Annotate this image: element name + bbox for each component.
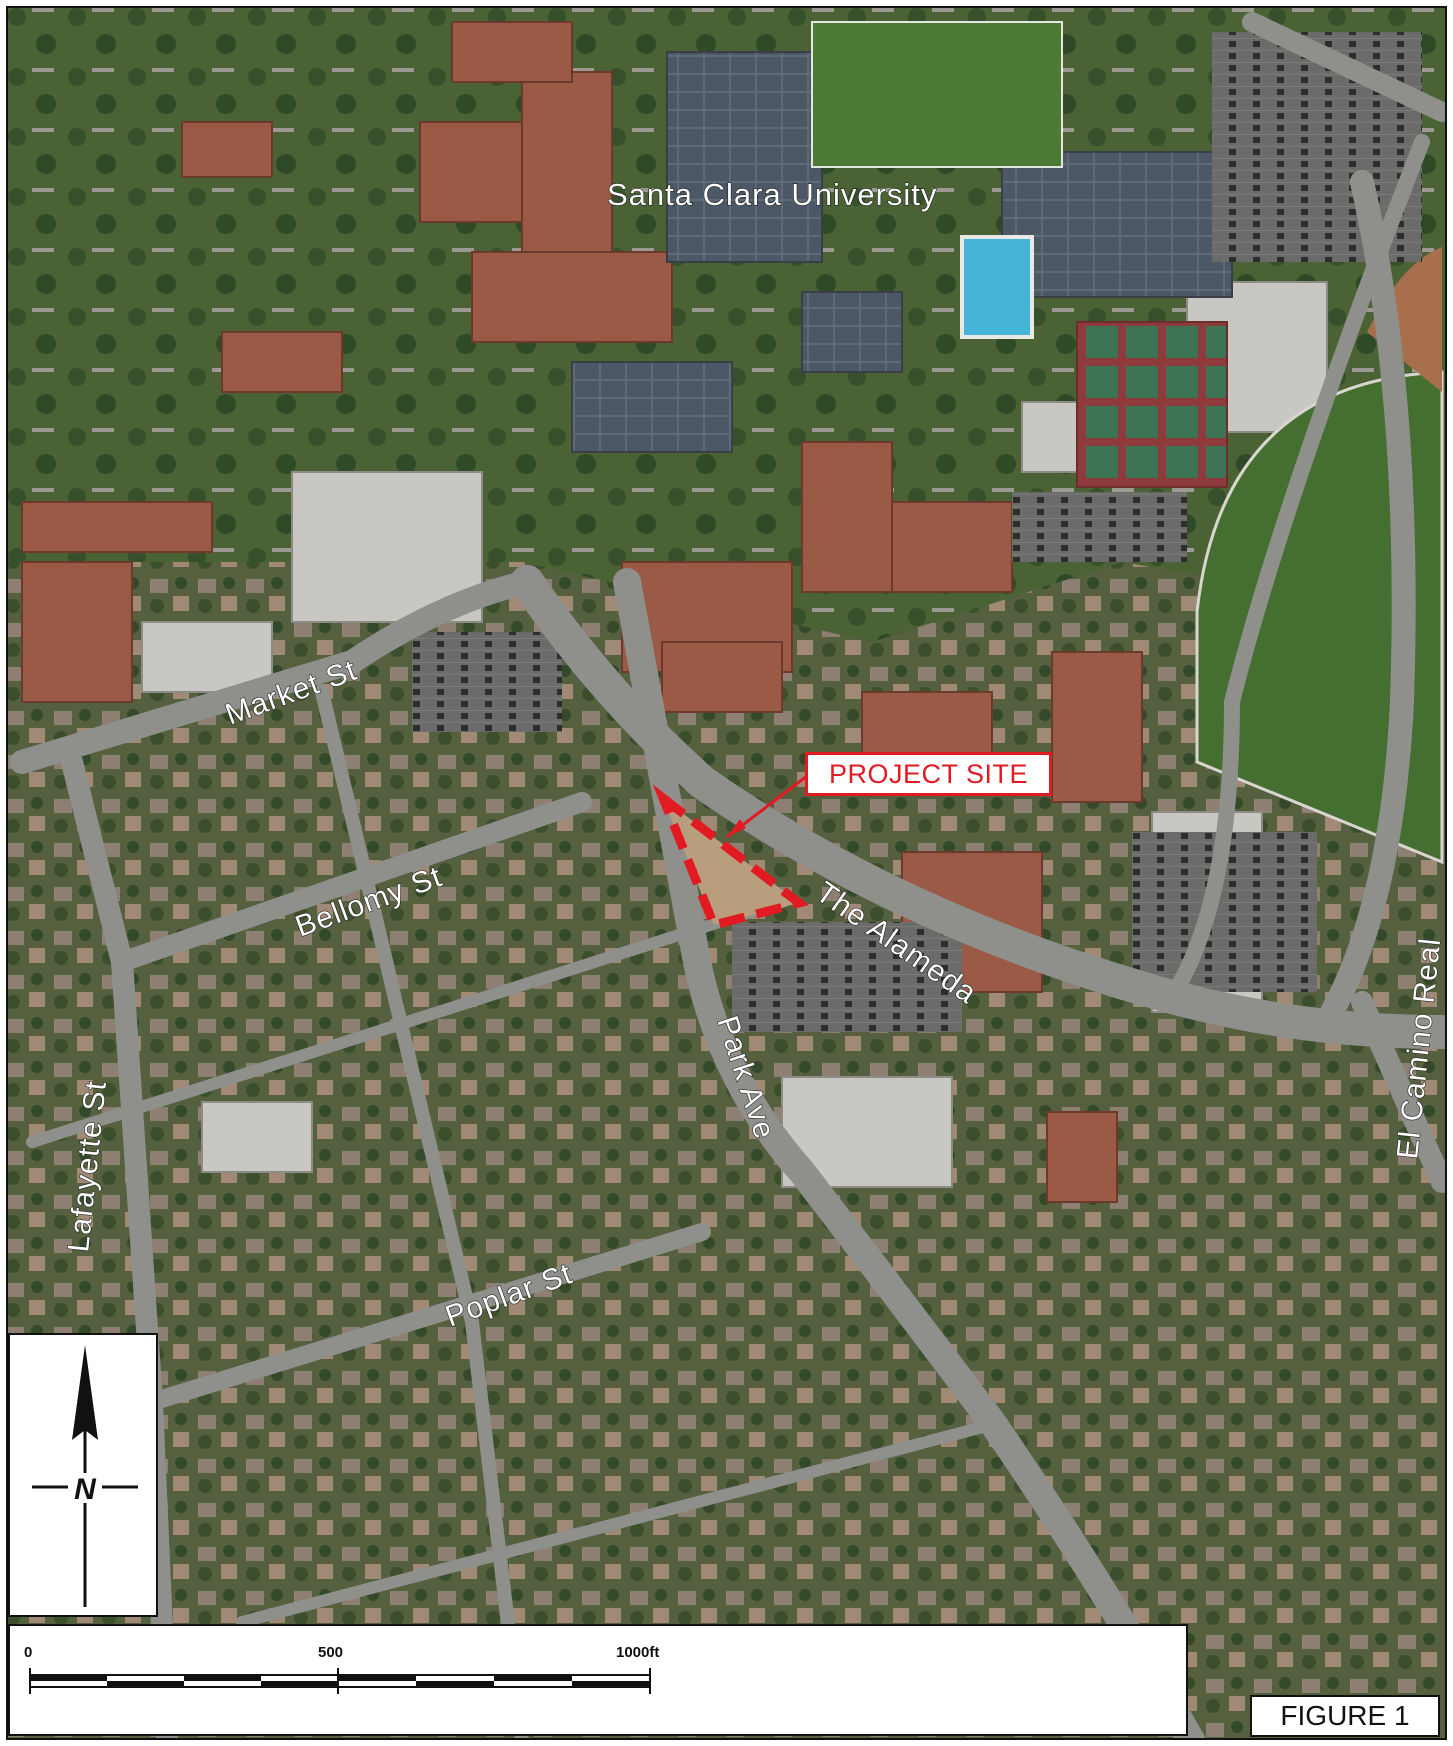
aerial-imagery: Santa Clara University Market St Bellomy… (8, 8, 1445, 1738)
north-arrow-icon: N (32, 1345, 138, 1607)
scale-label-500: 500 (318, 1644, 344, 1661)
scale-bar-panel: 0 500 1000ft (8, 1624, 1188, 1736)
project-site-arrowhead (727, 819, 746, 837)
north-arrow-panel: N (8, 1333, 158, 1617)
project-site-outline (652, 784, 810, 931)
project-site-label: PROJECT SITE (805, 752, 1052, 796)
scale-label-1000: 1000ft (616, 1644, 660, 1661)
university-label: Santa Clara University (607, 177, 937, 212)
scale-bar (29, 1668, 651, 1694)
north-letter: N (74, 1473, 97, 1506)
scale-label-0: 0 (24, 1644, 33, 1661)
figure-label: FIGURE 1 (1250, 1695, 1440, 1737)
aerial-map: Santa Clara University Market St Bellomy… (6, 6, 1447, 1740)
